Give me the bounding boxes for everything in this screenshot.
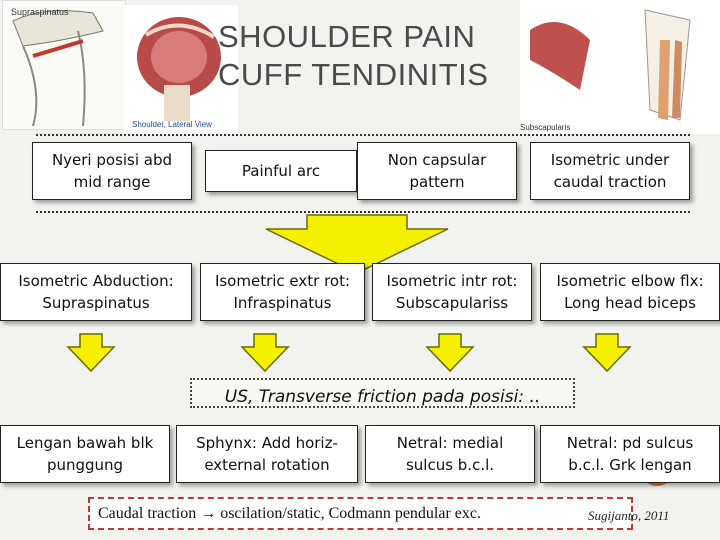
row2-box-3: Isometric intr rot: Subscapulariss	[372, 263, 532, 321]
row1-box-3: Non capsular pattern	[357, 142, 517, 200]
row2-box-1: Isometric Abduction: Supraspinatus	[0, 263, 192, 321]
down-arrow-icon-4	[582, 333, 632, 373]
row1-box-2: Painful arc	[205, 150, 357, 192]
page-title: SHOULDER PAIN CUFF TENDINITIS	[218, 18, 548, 94]
separator-middle	[36, 211, 690, 213]
row2-box-4: Isometric elbow flx: Long head biceps	[540, 263, 720, 321]
image-label-subscapularis: Subscapularis	[520, 123, 571, 132]
big-down-arrow-icon	[265, 214, 449, 274]
row1-box-4: Isometric under caudal traction	[530, 142, 690, 200]
title-line-1: SHOULDER PAIN	[218, 19, 476, 54]
row3-box-3: Netral: medial sulcus b.c.l.	[365, 425, 535, 483]
image-label-shoulder: Shoulder, Lateral View	[132, 120, 212, 129]
anatomy-image-subscapularis: Subscapularis	[520, 0, 720, 134]
down-arrow-icon-1	[66, 333, 116, 373]
row3-box-4: Netral: pd sulcus b.c.l. Grk lengan	[540, 425, 720, 483]
row2-box-2: Isometric extr rot: Infraspinatus	[200, 263, 365, 321]
anatomy-image-shoulder: Shoulder, Lateral View	[124, 5, 238, 133]
row3-box-2: Sphynx: Add horiz-external rotation	[176, 425, 358, 483]
separator-top	[36, 134, 690, 136]
anatomy-image-supraspinatus: Supraspinatus	[2, 0, 126, 130]
title-line-2: CUFF TENDINITIS	[218, 57, 489, 92]
caudal-traction-note: Caudal traction → oscilation/static, Cod…	[88, 497, 633, 530]
image-label-supraspinatus: Supraspinatus	[11, 7, 69, 17]
row3-box-1: Lengan bawah blk punggung	[0, 425, 170, 483]
author-credit: Sugijanto, 2011	[588, 508, 670, 523]
down-arrow-icon-2	[240, 333, 290, 373]
down-arrow-icon-3	[425, 333, 475, 373]
us-transverse-friction: US, Transverse friction pada posisi: ..	[190, 378, 575, 408]
row1-box-1: Nyeri posisi abd mid range	[32, 142, 192, 200]
